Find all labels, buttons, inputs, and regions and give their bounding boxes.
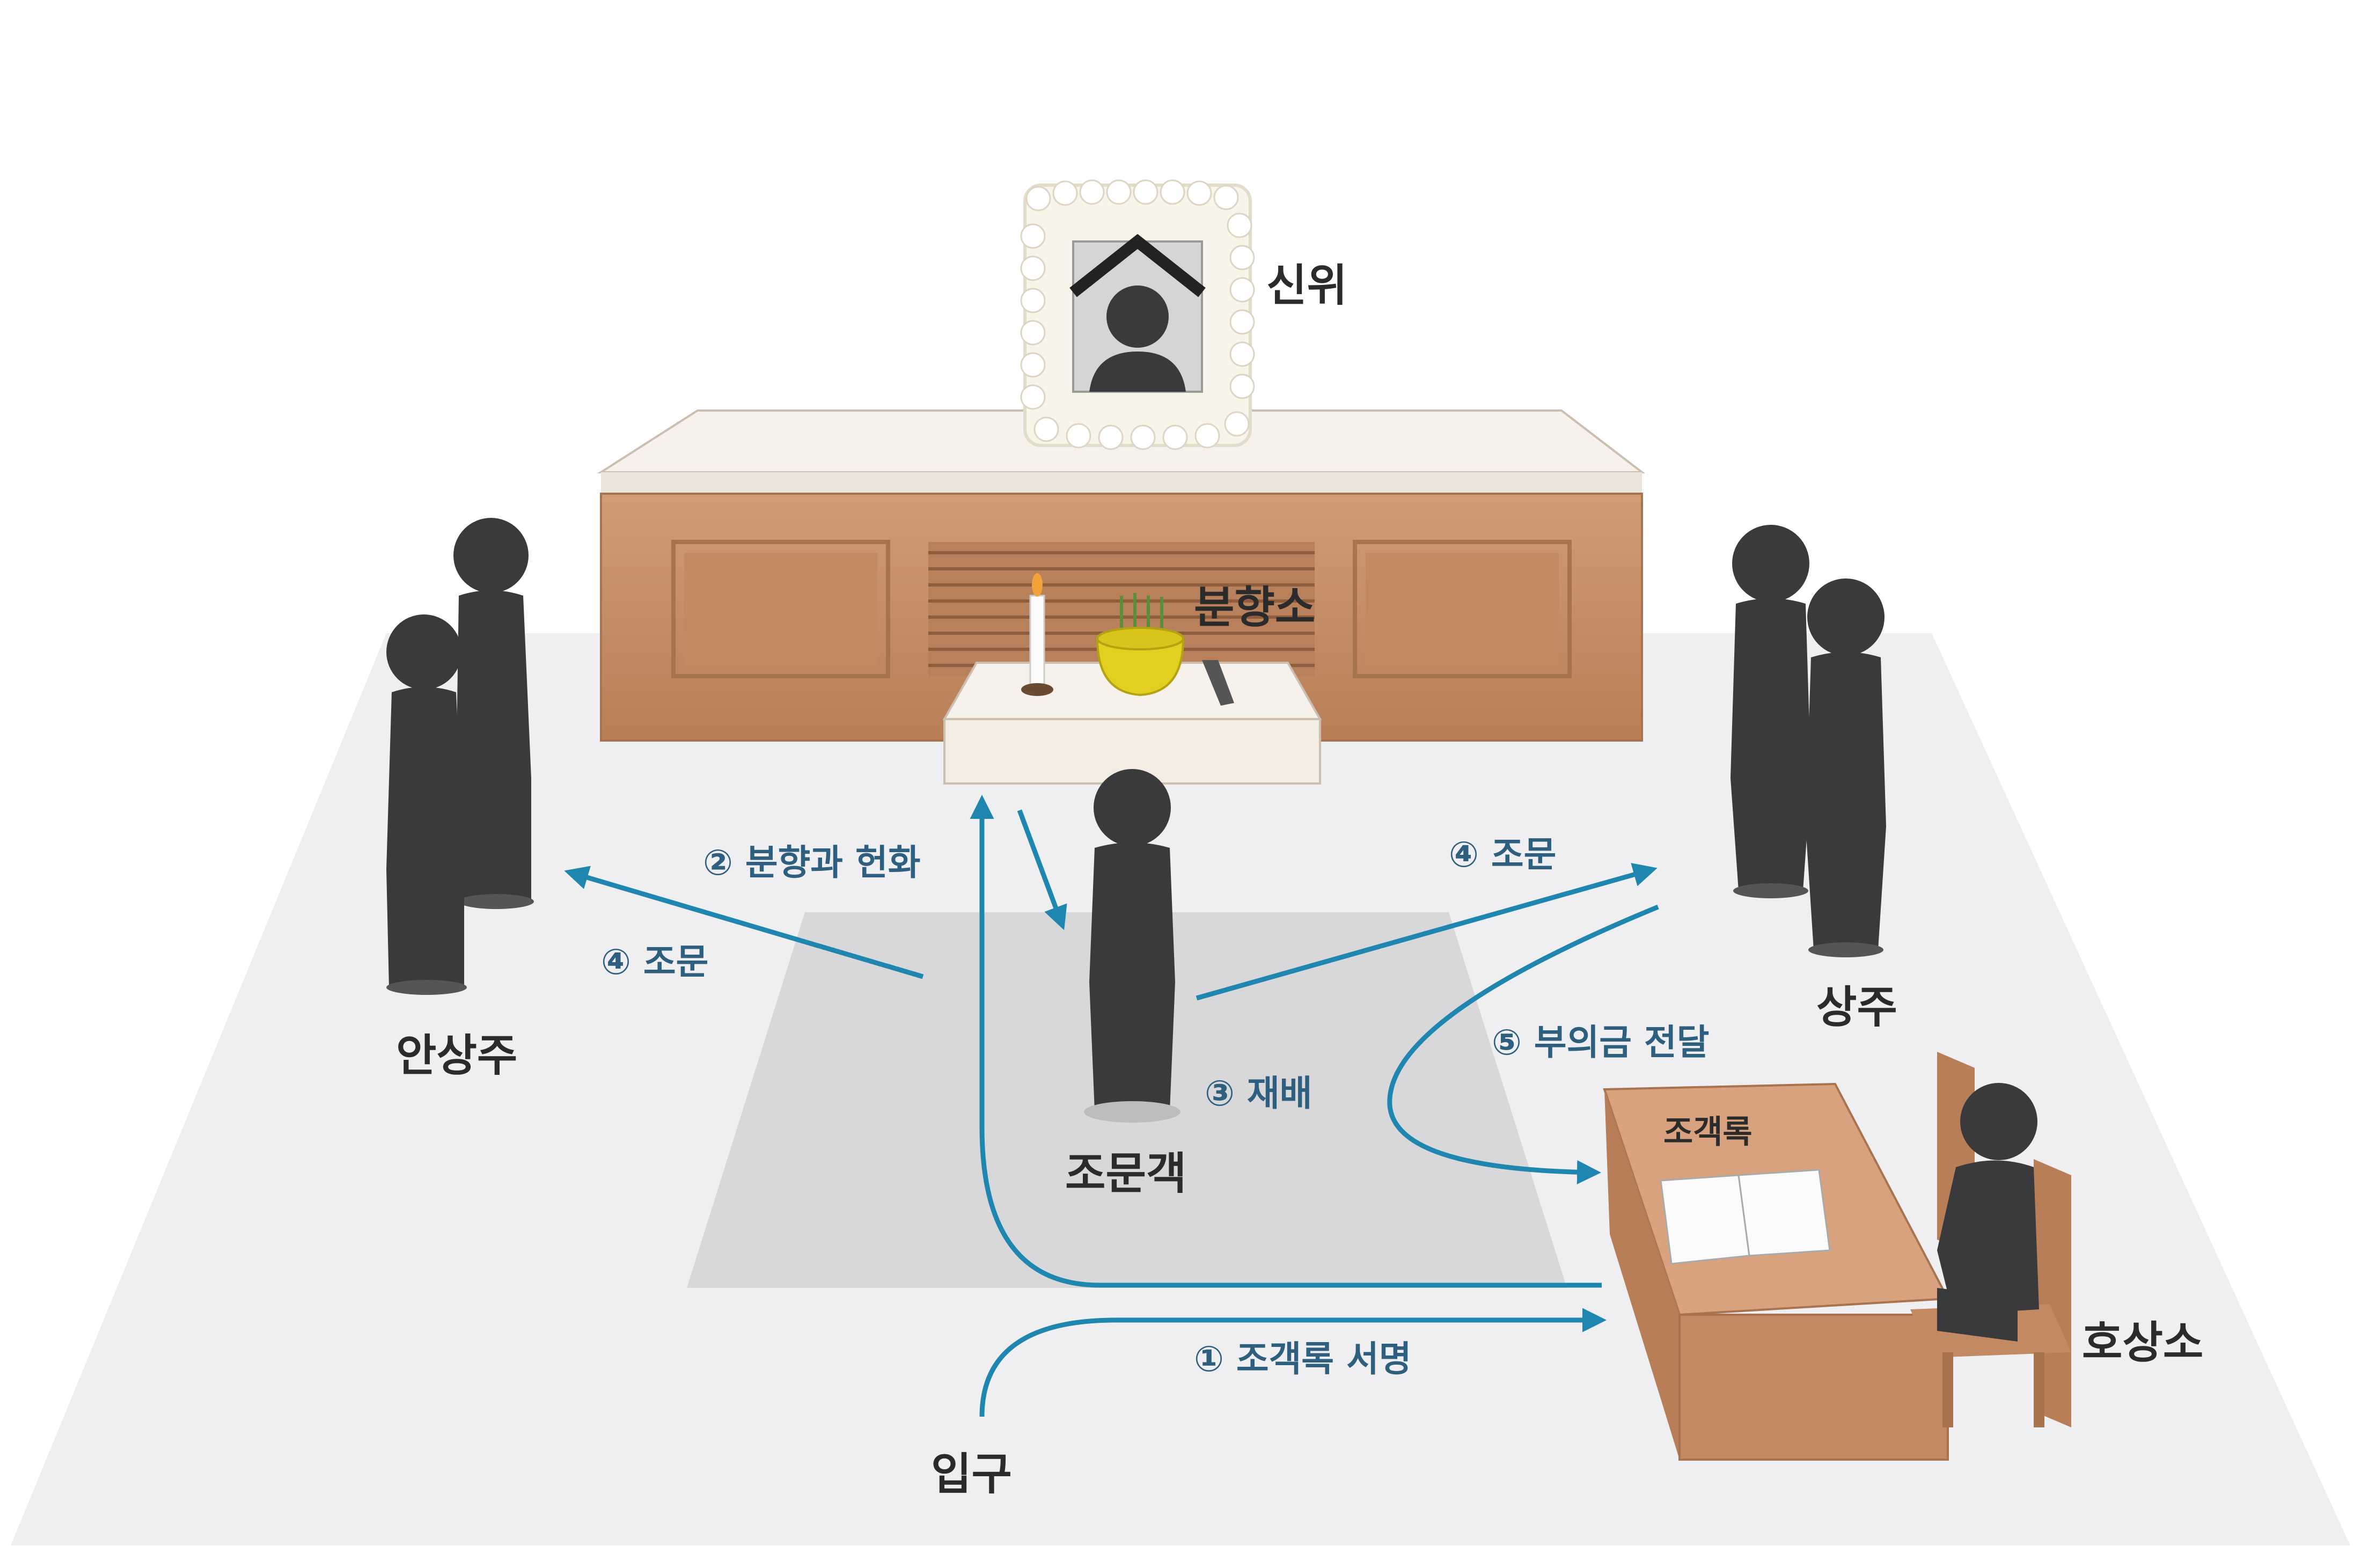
altar	[597, 409, 1645, 785]
arrow-step-1	[979, 1308, 1607, 1417]
arrow-step-4-right	[1196, 863, 1658, 1001]
guestbook-label: 조객록	[1663, 1113, 1753, 1151]
guestbook-icon	[1660, 1169, 1831, 1265]
arrow-step-4-left	[564, 866, 924, 979]
incense-burner-icon	[1096, 593, 1185, 697]
incense-stand-label: 분향소	[1194, 582, 1315, 633]
arrow-step-2	[1017, 809, 1067, 930]
chief-mourners	[1731, 525, 1886, 957]
reception-desk	[1603, 1082, 1950, 1461]
chief-mourners-label: 상주	[1816, 982, 1897, 1033]
visitor-figure	[1084, 769, 1180, 1123]
arrow-step-5	[1387, 904, 1659, 1185]
portrait-label: 신위	[1266, 260, 1347, 311]
incense-box-icon	[1202, 660, 1234, 706]
female-mourners-label: 안상주	[396, 1030, 517, 1081]
entrance-label: 입구	[931, 1449, 1012, 1500]
step-4-right-label: ④ 조문	[1449, 834, 1556, 875]
female-mourners	[386, 518, 534, 995]
candle-icon	[1021, 573, 1053, 696]
step-5-label: ⑤ 부의금 전달	[1492, 1022, 1709, 1063]
step-3-label: ③ 재배	[1205, 1073, 1312, 1114]
step-4-left-label: ④ 조문	[601, 941, 708, 983]
portrait	[1020, 179, 1255, 450]
visitor-label: 조문객	[1065, 1148, 1186, 1199]
arrow-to-altar	[970, 795, 1602, 1288]
reception-label: 호상소	[2082, 1317, 2203, 1368]
flow-arrows	[564, 795, 1659, 1417]
step-2-label: ② 분향과 헌화	[703, 842, 920, 883]
receptionist	[1910, 1052, 2071, 1427]
step-1-label: ① 조객록 서명	[1194, 1338, 1411, 1380]
